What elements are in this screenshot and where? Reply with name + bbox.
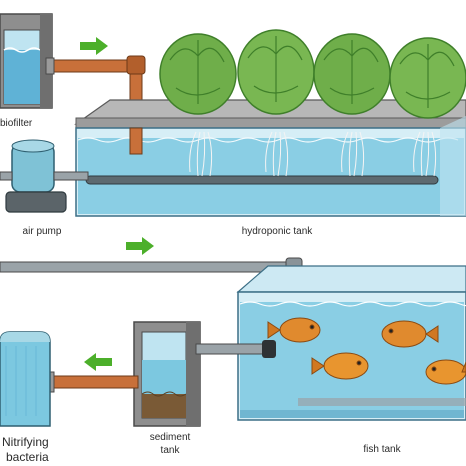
fish-tank (236, 265, 466, 421)
nitrifying-bacteria-tank (0, 331, 51, 427)
flow-arrow-icon (84, 353, 112, 371)
sediment-tank-label-line1: sediment (149, 432, 191, 443)
biofilter (0, 13, 53, 109)
flow-arrow-icon (80, 37, 108, 55)
air-pump-label: air pump (22, 226, 62, 237)
fish-icon (267, 317, 466, 385)
biofilter-outlet-pipe (45, 55, 146, 107)
hydroponic-tank (74, 99, 466, 217)
sediment-outlet-pipe (45, 371, 139, 393)
nitrifying-label-line1: Nitrifying (2, 435, 49, 449)
sediment-tank-label-line2: tank (160, 445, 180, 456)
lettuce-icon (159, 29, 466, 119)
root-icon (189, 131, 437, 177)
fish-tank-label: fish tank (363, 444, 401, 455)
biofilter-label: biofilter (0, 118, 33, 129)
air-pump (0, 139, 89, 213)
hydroponic-tank-label: hydroponic tank (241, 226, 313, 237)
sediment-tank (133, 321, 201, 427)
sediment-inlet-pipe (195, 340, 276, 358)
flow-arrow-icon (126, 237, 154, 255)
nitrifying-label-line2: bacteria (6, 450, 49, 464)
